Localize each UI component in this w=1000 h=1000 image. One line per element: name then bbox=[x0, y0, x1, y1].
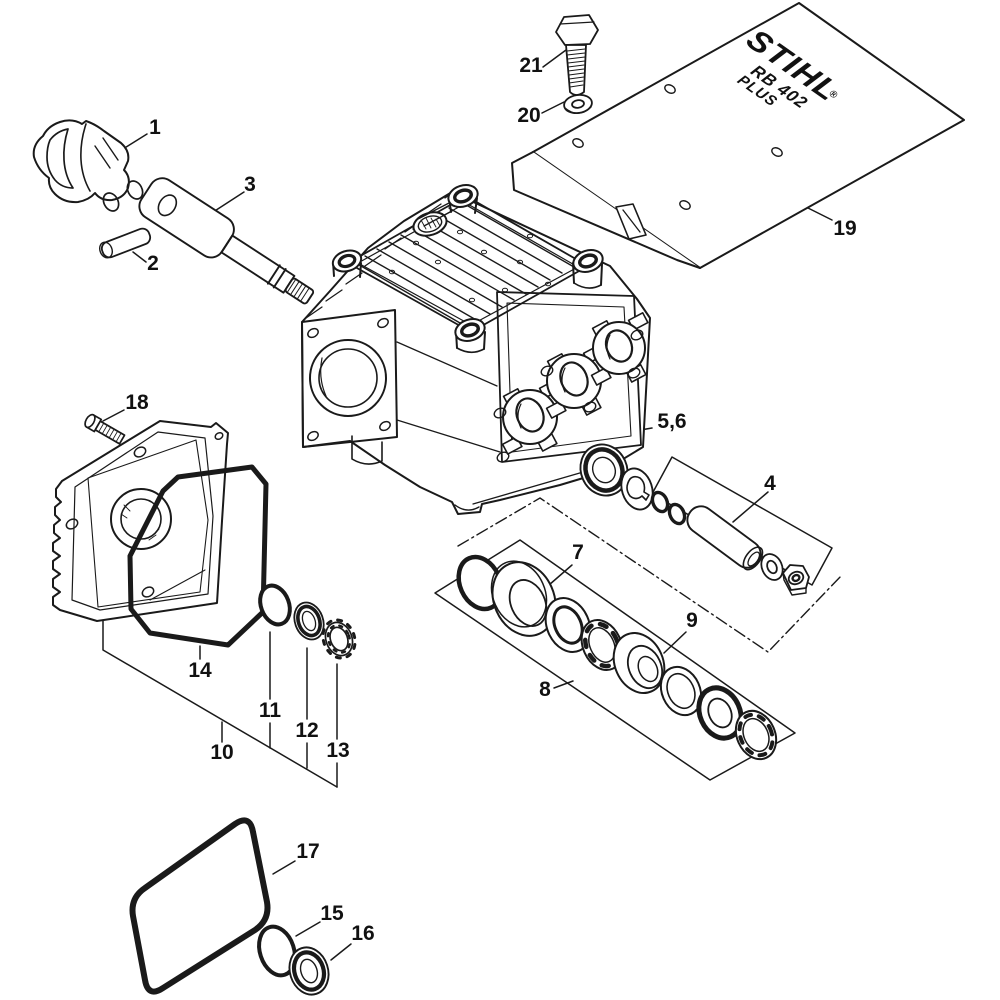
part-4-kit bbox=[650, 490, 810, 596]
washer bbox=[760, 553, 784, 581]
part-13-lock-washer bbox=[321, 618, 357, 660]
dark-seal bbox=[696, 685, 744, 741]
part-label-3: 3 bbox=[244, 173, 256, 196]
part-label-5-6: 5,6 bbox=[657, 410, 687, 433]
part-label-13: 13 bbox=[326, 739, 350, 762]
part-label-16: 16 bbox=[351, 922, 375, 945]
sleeve bbox=[686, 505, 764, 571]
part-label-4: 4 bbox=[764, 472, 776, 495]
part-18-screw bbox=[84, 413, 126, 445]
threaded-port bbox=[412, 202, 453, 237]
part-7-cup-seal bbox=[490, 560, 557, 637]
part-21-bolt bbox=[555, 14, 599, 96]
part-3-piston-shaft bbox=[138, 177, 315, 305]
part-2-pin bbox=[99, 227, 152, 259]
part-label-10: 10 bbox=[210, 741, 234, 764]
part-label-14: 14 bbox=[188, 659, 212, 682]
cooling-fins bbox=[353, 201, 575, 328]
part-5-radial-seal bbox=[579, 443, 629, 497]
part-6-keyed-washer bbox=[620, 467, 654, 511]
part-label-19: 19 bbox=[833, 217, 857, 240]
pump-feet bbox=[351, 435, 480, 511]
part-12-seal-ring bbox=[293, 601, 325, 641]
part-label-11: 11 bbox=[258, 699, 282, 722]
part-20-washer bbox=[563, 93, 593, 115]
part-1-clamp bbox=[32, 119, 144, 212]
hex-nut bbox=[782, 564, 810, 596]
part-label-8: 8 bbox=[539, 678, 551, 701]
fin-bumps bbox=[388, 229, 552, 303]
drive-flange bbox=[301, 309, 398, 448]
part-9-stepped-seal bbox=[612, 632, 666, 694]
part-8-seal-kit bbox=[456, 554, 778, 761]
part-16-seal-ring bbox=[288, 946, 330, 996]
part-label-20: 20 bbox=[517, 104, 541, 127]
part-label-17: 17 bbox=[296, 840, 320, 863]
part-label-7: 7 bbox=[572, 541, 584, 564]
part-label-12: 12 bbox=[295, 719, 319, 742]
part-19-pump-cover bbox=[511, 2, 965, 269]
pump-body bbox=[301, 183, 651, 515]
ring bbox=[659, 665, 703, 717]
part-17-gasket bbox=[129, 817, 271, 995]
part-label-1: 1 bbox=[149, 116, 161, 139]
mounting-bosses bbox=[331, 183, 604, 354]
crankcase-cover-plate bbox=[52, 420, 229, 622]
bracket-10 bbox=[102, 620, 338, 788]
part-label-18: 18 bbox=[125, 391, 149, 414]
part-label-15: 15 bbox=[320, 902, 344, 925]
part-15-o-ring bbox=[257, 924, 297, 978]
slotted-ring bbox=[580, 619, 624, 671]
cylinder-bores bbox=[493, 312, 649, 463]
slotted-ring-2 bbox=[734, 709, 778, 761]
seal bbox=[544, 597, 592, 653]
part-14-gasket bbox=[127, 464, 269, 648]
part-11-o-ring bbox=[258, 583, 292, 627]
part-label-2: 2 bbox=[147, 252, 159, 275]
leader-lines bbox=[102, 49, 833, 961]
part-label-9: 9 bbox=[686, 609, 698, 632]
part-label-21: 21 bbox=[519, 54, 543, 77]
